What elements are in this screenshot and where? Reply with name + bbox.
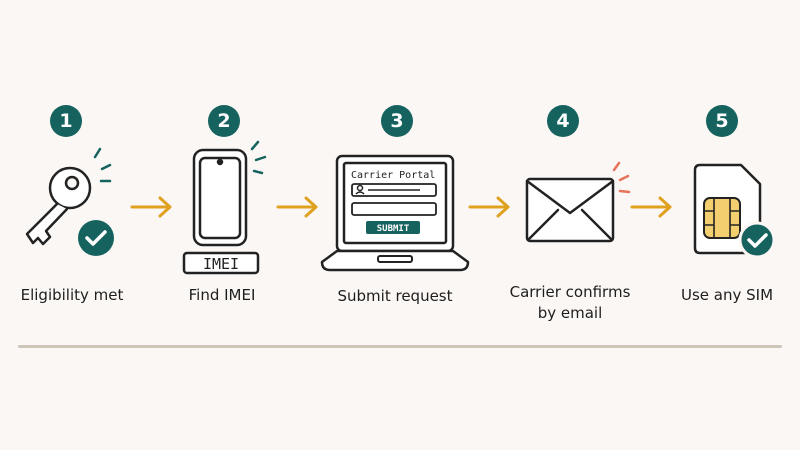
step-5-label: Use any SIM	[680, 286, 774, 304]
arrow-1-icon	[130, 196, 172, 218]
step-4-badge: 4	[547, 105, 579, 137]
laptop-portal-icon: Carrier Portal SUBMIT	[320, 154, 470, 272]
arrows	[130, 196, 672, 218]
step-1-badge: 1	[50, 105, 82, 137]
portal-title: Carrier Portal	[351, 170, 435, 181]
svg-text:SUBMIT: SUBMIT	[377, 224, 410, 234]
divider-line	[18, 345, 782, 348]
arrow-4-icon	[630, 196, 672, 218]
sim-check-icon	[693, 163, 776, 259]
arrow-3-icon	[468, 196, 510, 218]
step-2-label: Find IMEI	[188, 286, 256, 304]
imei-tag: IMEI	[203, 255, 239, 273]
step-2-badge: 2	[208, 105, 240, 137]
key-check-icon	[25, 147, 114, 256]
envelope-icon	[525, 161, 631, 243]
step-5-badge: 5	[706, 105, 738, 137]
phone-imei-icon: IMEI	[182, 140, 267, 275]
step-3-label: Submit request	[337, 287, 453, 305]
arrow-2-icon	[276, 196, 318, 218]
step-3-badge: 3	[381, 105, 413, 137]
submit-button	[366, 221, 420, 234]
step-4-label: Carrier confirms by email	[509, 283, 631, 322]
step-1-label: Eligibility met	[20, 286, 124, 304]
